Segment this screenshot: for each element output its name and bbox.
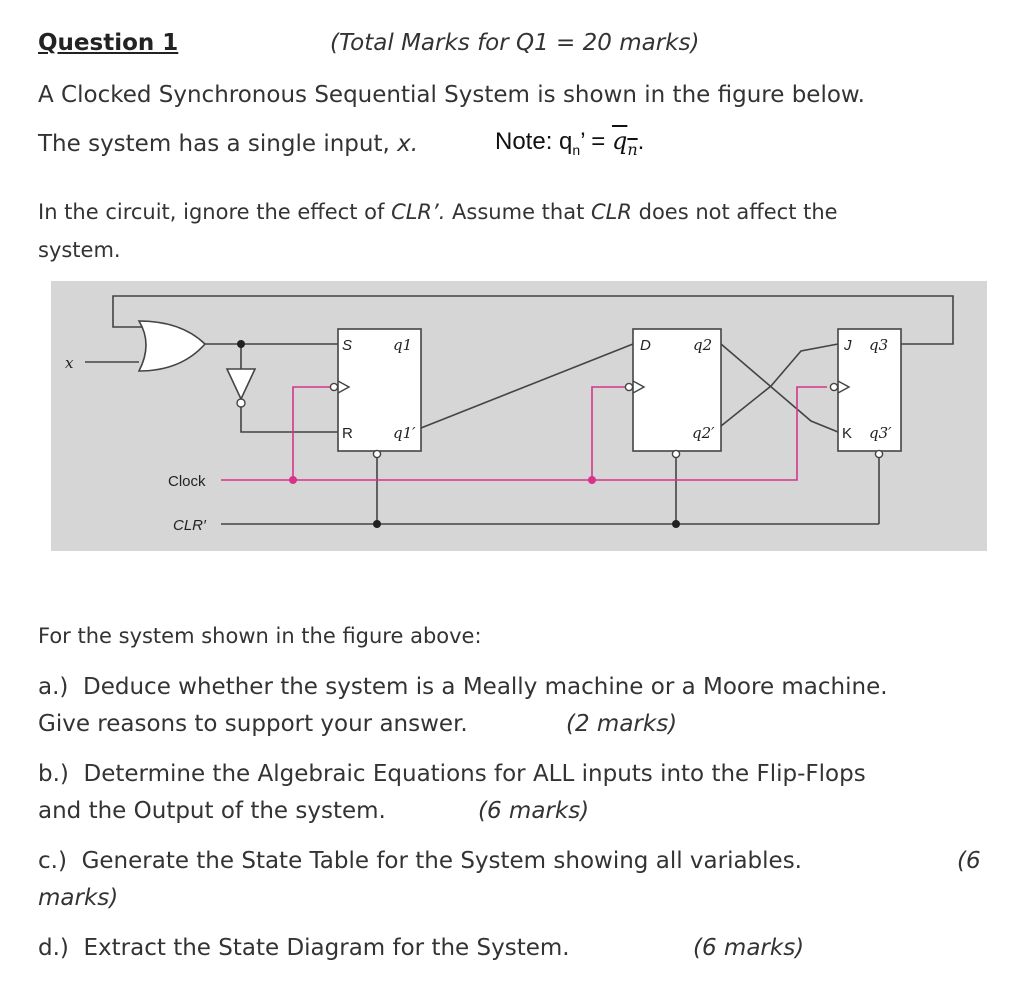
clock-junction-dot (289, 476, 297, 484)
note-q: q (611, 127, 628, 155)
feedback-wire (112, 295, 954, 345)
part-d-marks: (6 marks) (693, 935, 805, 961)
note-n: n (627, 139, 638, 159)
ff2-d-label: D (640, 337, 651, 354)
part-a-text-2: Give reasons to support your answer. (38, 711, 468, 737)
circuit-figure: x Clock CLR′ S R q1 q1′ D q2 q2′ J K q3 … (51, 281, 987, 551)
part-b-text-1: Determine the Algebraic Equations for AL… (83, 761, 866, 787)
intro-line-1: A Clocked Synchronous Sequential System … (38, 82, 865, 108)
part-b-label: b.) (38, 761, 69, 787)
parts-lead: For the system shown in the figure above… (38, 624, 482, 648)
q2-to-k-wire (720, 343, 839, 433)
ff1-s-label: S (342, 337, 352, 354)
q1p-to-d-wire (420, 343, 634, 429)
part-d-line: d.) Extract the State Diagram for the Sy… (38, 935, 570, 961)
part-a-text-1: Deduce whether the system is a Meally ma… (83, 674, 888, 700)
part-c-text-1: Generate the State Table for the System … (81, 848, 802, 874)
part-c-marks-b: marks) (38, 885, 119, 911)
part-c-marks-a: (6 (957, 848, 981, 874)
clr-line-2: system. (38, 238, 121, 262)
question-title: Question 1 (38, 30, 179, 56)
figure-background (51, 281, 987, 551)
clr-pre: In the circuit, ignore the effect of (38, 200, 392, 224)
clock-bus (221, 386, 827, 481)
flip-flop-d (624, 328, 722, 459)
flip-flop-sr (329, 328, 422, 459)
note-prefix: Note: q (495, 128, 573, 155)
clr-junction-dot (373, 520, 381, 528)
part-a-line-1: a.) Deduce whether the system is a Meall… (38, 674, 888, 700)
x-label: x (65, 354, 74, 372)
clock-junction-dot (588, 476, 596, 484)
ff3-q-label: q3 (869, 336, 888, 354)
part-d-label: d.) (38, 935, 69, 961)
clr-1: CLR’. (391, 200, 446, 224)
part-b-marks: (6 marks) (478, 798, 590, 824)
ff1-qp-label: q1′ (393, 424, 416, 442)
intro-var: x. (397, 131, 419, 157)
note-end: . (637, 128, 645, 155)
ff3-j-label: J (843, 337, 852, 354)
inverter-out-wire (240, 407, 338, 433)
intro-line-2-text: The system has a single input, (38, 131, 398, 157)
intro-line-2: The system has a single input, x. (38, 131, 418, 157)
or-gate (137, 320, 207, 372)
clock-label: Clock (168, 473, 206, 490)
ff2-q-label: q2 (693, 336, 712, 354)
clr-2: CLR (590, 200, 632, 224)
ff2-qp-label: q2′ (692, 424, 715, 442)
clr-line-1: In the circuit, ignore the effect of CLR… (38, 200, 838, 224)
note: Note: qn’ = qn. (495, 127, 644, 159)
part-a-label: a.) (38, 674, 69, 700)
note-mid: ’ = (580, 128, 612, 155)
ff1-q-label: q1 (393, 336, 412, 354)
clock-drop-1 (292, 386, 330, 480)
clr-junction-dot (672, 520, 680, 528)
clr-post: does not affect the (631, 200, 838, 224)
clr-mid: Assume that (445, 200, 591, 224)
part-b-line-1: b.) Determine the Algebraic Equations fo… (38, 761, 866, 787)
note-sub: n (572, 141, 581, 158)
flip-flop-jk (829, 328, 902, 459)
part-b-text-2: and the Output of the system. (38, 798, 386, 824)
junction-dot (237, 340, 245, 348)
clock-drop-2 (591, 386, 629, 480)
total-marks: (Total Marks for Q1 = 20 marks) (330, 30, 700, 56)
note-qbar: qn (611, 127, 638, 159)
part-c-line-1: c.) Generate the State Table for the Sys… (38, 848, 802, 874)
part-c-label: c.) (38, 848, 67, 874)
ff1-r-label: R (342, 425, 353, 442)
clr-label: CLR′ (173, 517, 207, 534)
q2p-to-j-wire (720, 343, 839, 427)
ff3-k-label: K (842, 425, 852, 442)
part-d-text: Extract the State Diagram for the System… (83, 935, 570, 961)
inverter (225, 368, 257, 408)
part-a-marks: (2 marks) (566, 711, 678, 737)
ff3-qp-label: q3′ (869, 424, 892, 442)
